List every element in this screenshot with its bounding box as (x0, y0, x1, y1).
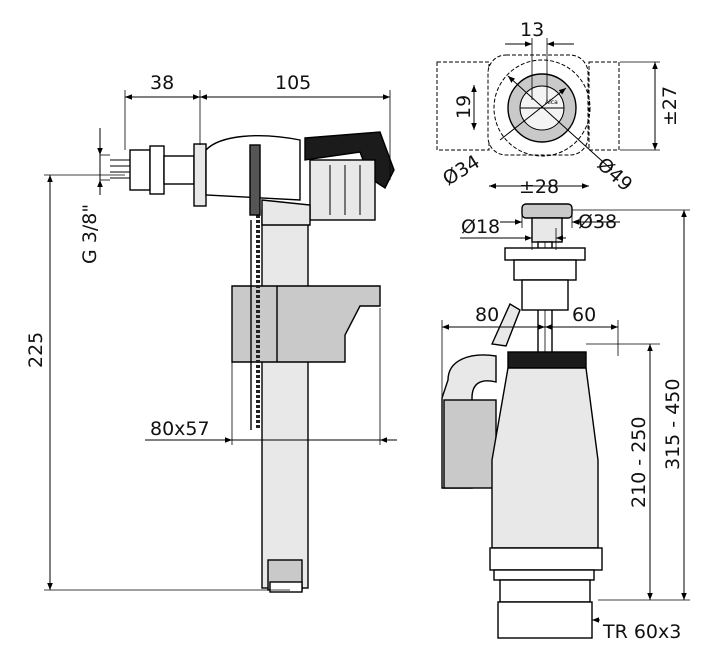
dim-80-label: 80 (475, 304, 499, 326)
flush-valve-dimensions: Ø18 Ø38 80 60 210 - 250 315 - 450 TR 60x… (441, 209, 690, 643)
dia34-label: Ø34 (439, 151, 484, 190)
brand-logo: Alca (545, 99, 558, 106)
dia38-label: Ø38 (578, 211, 617, 233)
dim-19-label: 19 (453, 95, 475, 119)
dim-13-label: 13 (520, 19, 544, 41)
head-ribs (329, 165, 361, 215)
dia49-label: Ø49 (593, 153, 637, 196)
dim-pm27-label: ±27 (659, 86, 681, 126)
fill-valve-dimensions: 38 105 G 3/8" 225 80x57 (25, 72, 397, 591)
dim-105-label: 105 (275, 72, 311, 94)
flush-button-top-view: Alca 13 19 ±27 Ø34 Ø49 ±28 (436, 19, 681, 198)
range-210-250-label: 210 - 250 (628, 417, 650, 508)
float-80x57-label: 80x57 (150, 418, 210, 440)
flush-valve (441, 203, 603, 639)
thread-tr60x3-label: TR 60x3 (602, 621, 681, 643)
fill-valve (110, 131, 395, 593)
dim-60-label: 60 (572, 304, 596, 326)
thread-g38-label: G 3/8" (79, 204, 101, 264)
height-225-label: 225 (25, 332, 47, 368)
dia18-label: Ø18 (461, 216, 500, 238)
dim-38-label: 38 (150, 72, 174, 94)
range-315-450-label: 315 - 450 (662, 379, 684, 470)
inlet-thread-lines (110, 159, 130, 179)
dim-pm28-label: ±28 (519, 176, 559, 198)
